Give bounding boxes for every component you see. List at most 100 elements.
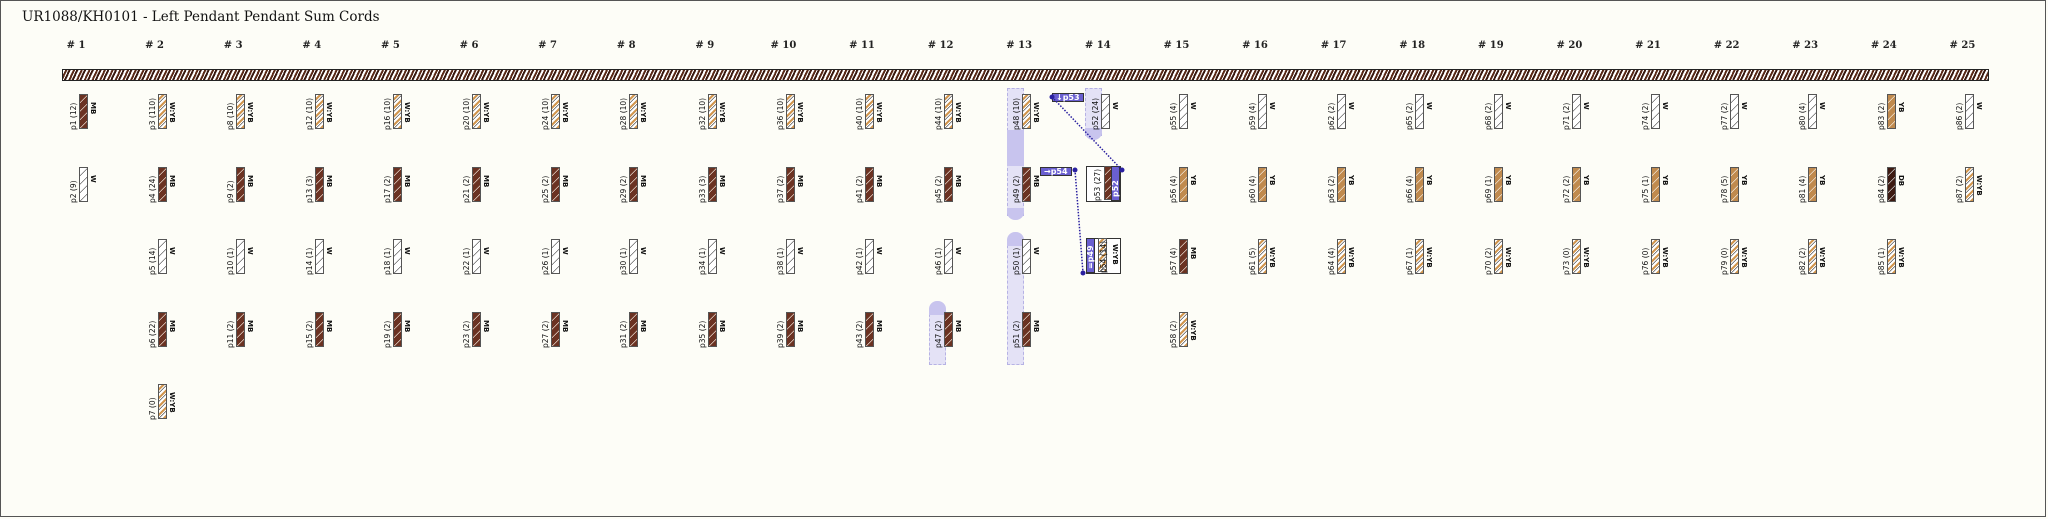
pendant-cord[interactable] — [707, 311, 717, 347]
pendant-cord[interactable] — [943, 311, 953, 347]
column-header: # 23 — [1792, 40, 1819, 51]
pendant-cord[interactable] — [1336, 94, 1346, 129]
pendant-cord[interactable] — [236, 166, 246, 202]
pendant-cord[interactable] — [786, 311, 796, 347]
pendant-cord[interactable] — [865, 166, 874, 202]
pendant-cord[interactable] — [1808, 94, 1818, 129]
pendant-cord[interactable] — [1729, 94, 1739, 129]
column-header: # 7 — [538, 40, 558, 51]
pendant-cord[interactable] — [1415, 166, 1425, 202]
pendant-cord[interactable] — [550, 94, 560, 129]
pendant-cord[interactable] — [1886, 166, 1896, 202]
pendant-cord[interactable] — [1100, 94, 1110, 129]
pendant-cord[interactable] — [1336, 239, 1346, 274]
pendant-cord[interactable] — [629, 94, 639, 129]
pendant-cord[interactable] — [1179, 94, 1189, 129]
pendant-cord[interactable] — [1022, 94, 1032, 129]
pendant-cord[interactable] — [1651, 94, 1660, 129]
pendant-cord[interactable] — [707, 166, 717, 202]
pendant-cord[interactable] — [1965, 94, 1975, 129]
pendant-cord[interactable] — [865, 239, 874, 274]
pendant-cord[interactable] — [393, 166, 403, 202]
pendant-cord[interactable] — [1179, 239, 1189, 274]
pendant-cord[interactable] — [629, 239, 639, 274]
pendant-cord[interactable] — [314, 311, 324, 347]
column-header: # 22 — [1713, 40, 1740, 51]
pendant-cord[interactable] — [1336, 166, 1346, 202]
sum-cord[interactable] — [1098, 238, 1107, 272]
highlight-cap — [1007, 130, 1024, 166]
column-header: # 4 — [302, 40, 322, 51]
pendant-cord[interactable] — [943, 94, 953, 129]
pendant-cord[interactable] — [472, 94, 481, 129]
pendant-cord[interactable] — [236, 311, 246, 347]
page-title: UR1088/KH0101 - Left Pendant Pendant Sum… — [22, 9, 380, 25]
pendant-cord[interactable] — [865, 94, 874, 129]
pendant-cord[interactable] — [393, 239, 403, 274]
highlight-cap — [929, 301, 946, 315]
pendant-cord[interactable] — [707, 94, 717, 129]
pendant-cord[interactable] — [1886, 94, 1896, 129]
pendant-cord[interactable] — [1729, 239, 1739, 274]
pendant-cord[interactable] — [1493, 94, 1503, 129]
pendant-cord[interactable] — [786, 239, 796, 274]
pendant-cord[interactable] — [1651, 166, 1660, 202]
pendant-cord[interactable] — [865, 311, 874, 347]
pendant-cord[interactable] — [786, 94, 796, 129]
pendant-cord[interactable] — [1022, 166, 1032, 202]
column-header: # 8 — [616, 40, 636, 51]
pendant-cord[interactable] — [1493, 239, 1503, 274]
pendant-cord[interactable] — [629, 311, 639, 347]
pendant-cord[interactable] — [1415, 94, 1425, 129]
pendant-cord[interactable] — [314, 94, 324, 129]
pendant-cord[interactable] — [1965, 166, 1975, 202]
pendant-cord[interactable] — [1808, 166, 1818, 202]
pendant-cord[interactable] — [472, 239, 481, 274]
pendant-cord[interactable] — [1729, 166, 1739, 202]
pendant-cord[interactable] — [786, 166, 796, 202]
pendant-cord[interactable] — [236, 94, 246, 129]
pendant-cord[interactable] — [1572, 239, 1582, 274]
pendant-cord[interactable] — [157, 239, 167, 274]
pendant-cord[interactable] — [1886, 239, 1896, 274]
pendant-cord[interactable] — [472, 311, 481, 347]
pendant-cord[interactable] — [629, 166, 639, 202]
pendant-cord[interactable] — [79, 166, 88, 202]
pendant-cord[interactable] — [1808, 239, 1818, 274]
pendant-cord[interactable] — [1258, 94, 1267, 129]
link-endpoint — [1119, 167, 1125, 173]
pendant-cord[interactable] — [79, 94, 88, 129]
pendant-cord[interactable] — [1022, 311, 1032, 347]
pendant-cord[interactable] — [393, 311, 403, 347]
pendant-cord[interactable] — [393, 94, 403, 129]
pendant-cord[interactable] — [1258, 239, 1267, 274]
pendant-cord[interactable] — [1572, 94, 1582, 129]
pendant-cord[interactable] — [1572, 166, 1582, 202]
pendant-cord[interactable] — [1415, 239, 1425, 274]
pendant-cord[interactable] — [550, 311, 560, 347]
pendant-cord[interactable] — [236, 239, 246, 274]
source-tag[interactable]: →p54 — [1040, 167, 1072, 176]
pendant-cord[interactable] — [1022, 239, 1032, 274]
pendant-cord[interactable] — [943, 239, 953, 274]
link-endpoint — [1072, 167, 1078, 173]
pendant-cord[interactable] — [1493, 166, 1503, 202]
pendant-cord[interactable] — [550, 166, 560, 202]
pendant-cord[interactable] — [472, 166, 481, 202]
column-header: # 13 — [1006, 40, 1033, 51]
pendant-cord[interactable] — [157, 94, 167, 129]
pendant-cord[interactable] — [943, 166, 953, 202]
pendant-cord[interactable] — [1258, 166, 1267, 202]
pendant-cord[interactable] — [1179, 166, 1189, 202]
highlight-cap — [1007, 208, 1024, 220]
pendant-cord[interactable] — [314, 239, 324, 274]
pendant-cord[interactable] — [157, 384, 167, 419]
pendant-cord[interactable] — [707, 239, 717, 274]
pendant-cord[interactable] — [550, 239, 560, 274]
pendant-cord[interactable] — [1179, 311, 1189, 347]
pendant-cord[interactable] — [157, 166, 167, 202]
pendant-cord[interactable] — [314, 166, 324, 202]
pendant-cord[interactable] — [157, 311, 167, 347]
pendant-cord[interactable] — [1651, 239, 1660, 274]
